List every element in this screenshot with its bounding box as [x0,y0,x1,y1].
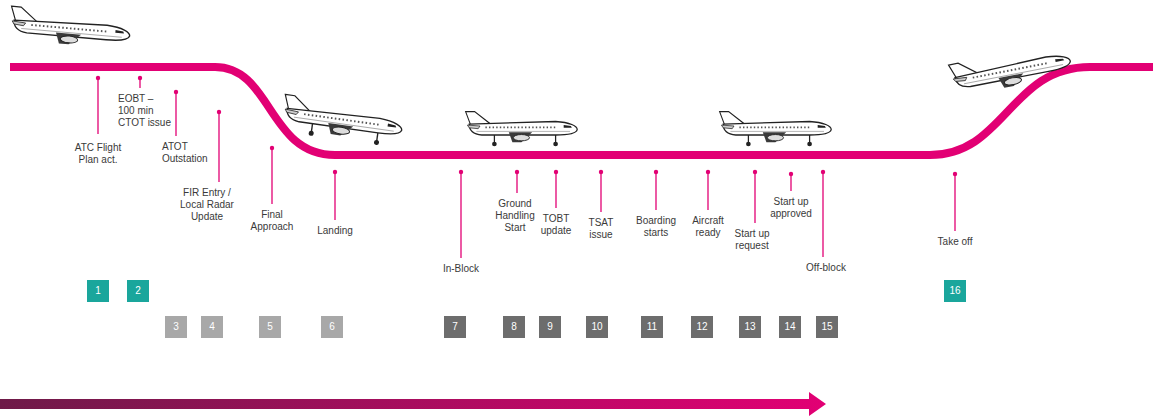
leader-line [175,90,176,136]
time-arrow [0,392,826,416]
leader-line [271,146,272,204]
leader-line [822,170,823,257]
step-number-box: 6 [321,316,343,338]
milestone-label: EOBT – 100 min CTOT issue [118,93,172,129]
step-number-box: 12 [691,316,713,338]
milestone-dot [138,76,142,80]
leader-line [97,76,98,134]
milestone-label: TOBT update [536,213,576,237]
milestone-dot [333,170,337,174]
leader-line [218,110,219,182]
milestone-label: Final Approach [247,209,297,233]
milestone-label: In-Block [436,263,486,275]
step-number: 6 [329,321,335,333]
step-number-box: 9 [539,316,561,338]
milestone-dot [96,76,100,80]
milestone-dot [654,170,658,174]
milestone-label: TSAT issue [584,217,618,241]
milestone-dot [599,170,603,174]
milestone-label: ATOT Outstation [162,141,214,165]
step-number: 8 [511,321,517,333]
leader-line [555,170,556,208]
milestone-dot [554,170,558,174]
step-number-box: 11 [641,316,663,338]
step-number: 13 [744,321,755,333]
step-number-box: 5 [259,316,281,338]
milestone-dot [270,146,274,150]
milestone-dot [174,90,178,94]
milestone-dot [821,170,825,174]
step-number-box: 10 [586,316,608,338]
step-number: 16 [949,285,960,297]
milestone-label: Start up request [731,228,773,252]
step-number: 7 [452,321,458,333]
aircraft-approach [281,94,405,143]
step-number: 2 [135,285,141,297]
milestone-dot [706,170,710,174]
leader-line [954,172,955,231]
step-number: 11 [647,321,657,333]
milestone-dot [515,170,519,174]
step-number: 1 [95,285,101,297]
milestone-label: Take off [930,236,980,248]
milestone-label: Off-block [801,262,851,274]
step-number-box: 14 [779,316,801,338]
step-number-box: 2 [127,280,149,302]
milestone-label: Start up approved [768,196,814,220]
leader-line [754,170,755,223]
leader-line [707,170,708,210]
milestone-label: Landing [310,225,360,237]
aircraft-climb [949,42,1073,97]
leader-line [460,170,461,258]
step-number: 15 [821,321,832,333]
milestone-label: Aircraft ready [687,215,729,239]
milestone-dot [217,110,221,114]
step-number-box: 8 [503,316,525,338]
step-number: 9 [547,321,553,333]
step-number-box: 13 [739,316,761,338]
step-number-box: 7 [444,316,466,338]
milestone-label: Ground Handling Start [492,198,538,234]
leader-line [334,170,335,220]
aircraft-parked [466,112,578,143]
step-number-box: 1 [87,280,109,302]
milestone-label: ATC Flight Plan act. [70,142,126,166]
step-number: 5 [267,321,273,333]
step-number-box: 4 [201,316,223,338]
milestone-dot [953,172,957,176]
step-number: 14 [784,321,795,333]
step-number: 12 [696,321,707,333]
leader-line [655,170,656,210]
landing-gear [492,135,558,146]
step-number-box: 3 [165,316,187,338]
leader-line [600,170,601,212]
aircraft-cruise [9,6,132,49]
milestone-dot [789,172,793,176]
aircraft-parked [720,112,832,143]
landing-gear [746,135,812,146]
milestone-dot [753,170,757,174]
milestone-label: Boarding starts [633,215,679,239]
step-number-box: 15 [816,316,838,338]
milestone-label: FIR Entry / Local Radar Update [173,187,241,223]
milestone-dot [459,170,463,174]
step-number-box: 16 [944,280,966,302]
step-number: 3 [173,321,179,333]
landing-gear [308,123,380,145]
step-number: 10 [591,321,602,333]
step-number: 4 [209,321,215,333]
